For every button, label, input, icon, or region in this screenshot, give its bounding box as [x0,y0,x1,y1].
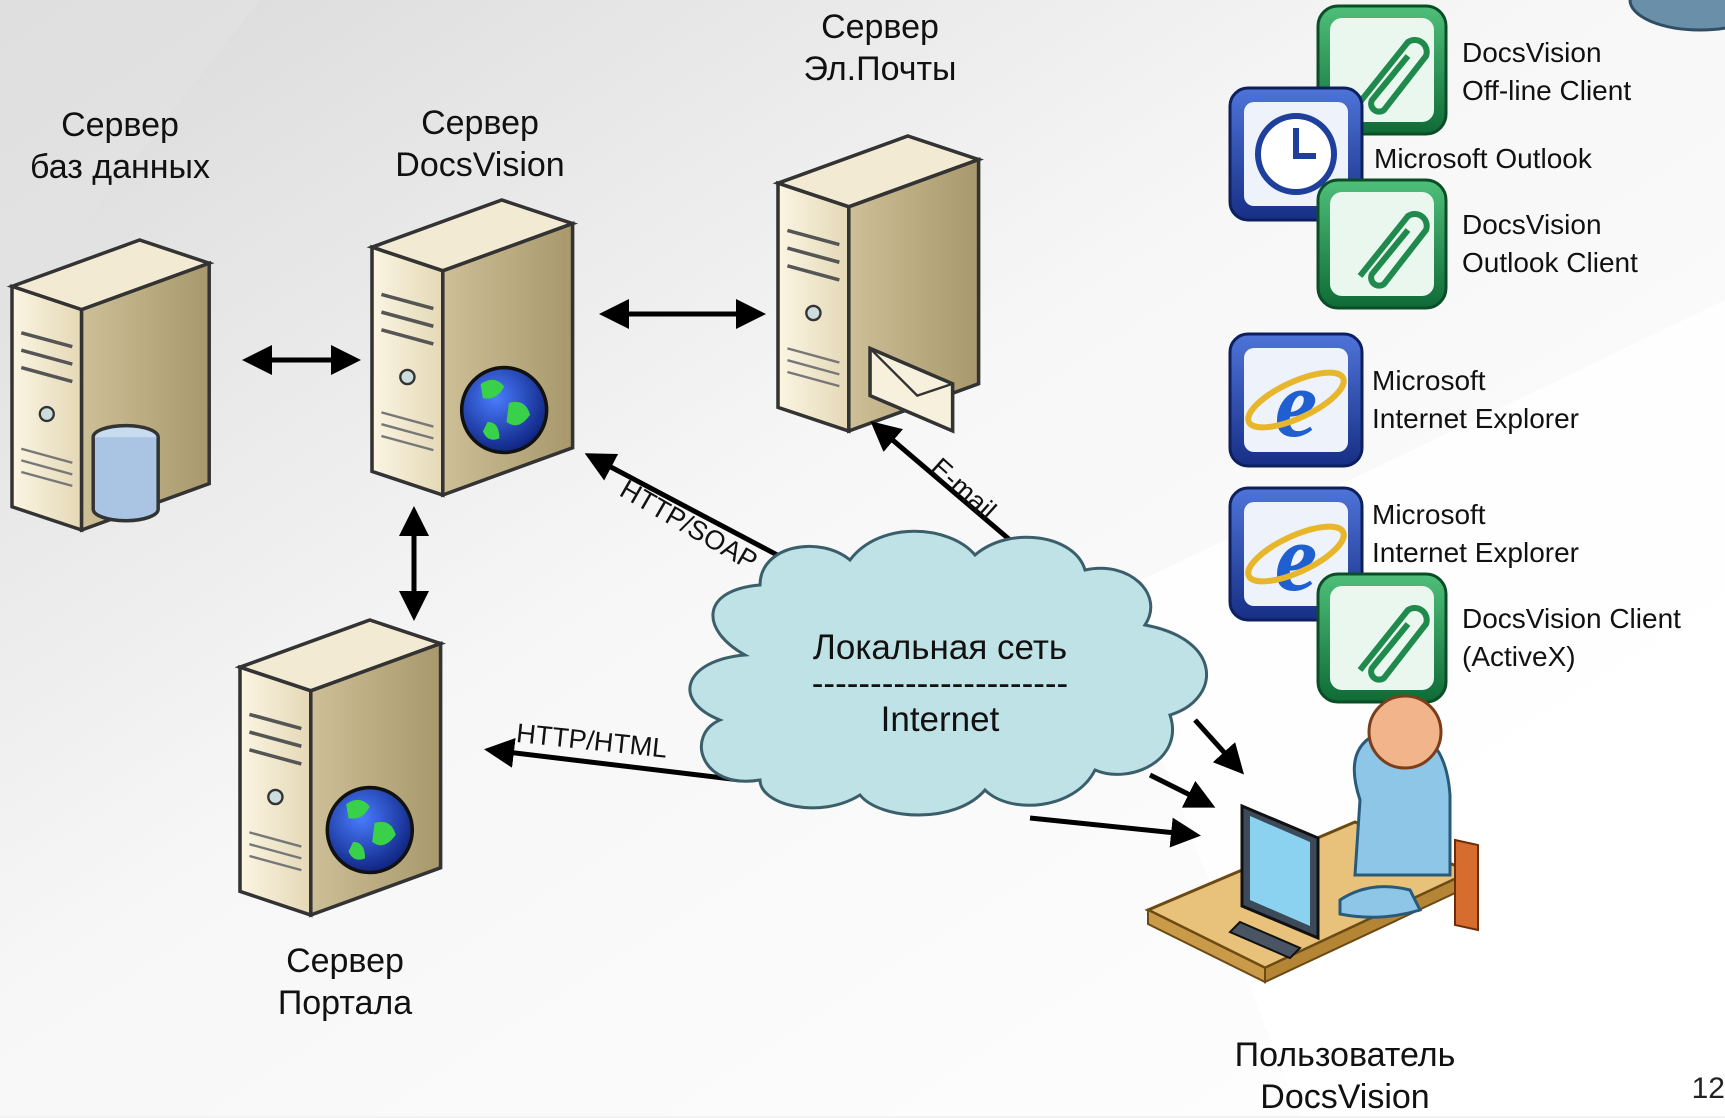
outlook-client-icon [1316,178,1448,310]
user-workstation-icon [1144,694,1479,984]
network-bottom-label: Internet [880,700,1000,739]
svg-text:e: e [1275,350,1318,457]
html-link [484,737,741,783]
portal-server-label: Сервер Портала [277,942,413,1022]
page-number: 12 [1691,1072,1725,1105]
cloud-user-link-3 [1029,815,1201,848]
internet-explorer-icon: e [1228,332,1364,468]
internet-explorer-label-2: Microsoft Internet Explorer [1372,499,1579,568]
outlook-client-label: DocsVision Outlook Client [1462,209,1638,278]
corner-decoration [1628,0,1725,32]
mail-server-label: Сервер Эл.Почты [803,8,957,88]
mail-server-icon [776,134,981,434]
user-label: Пользователь DocsVision [1234,1036,1456,1116]
cloud-user-link-1 [1193,718,1245,775]
dv-server-icon [370,198,575,497]
internet-explorer-label: Microsoft Internet Explorer [1372,365,1579,434]
svg-text:e: e [1275,504,1318,611]
outlook-label: Microsoft Outlook [1374,143,1592,174]
network-label: Локальная сеть ---------------------- In… [770,630,1110,738]
activex-client-icon [1316,572,1448,704]
offline-client-label: DocsVision Off-line Client [1462,37,1632,106]
db-server-label: Сервер баз данных [30,106,210,186]
network-cloud [688,529,1208,817]
portal-server-icon [238,618,443,917]
cloud-user-link-2 [1148,772,1216,808]
db-server-icon [10,238,211,532]
network-divider: ---------------------- [811,664,1069,703]
dv-server-label: Сервер DocsVision [395,104,565,184]
network-top-label: Локальная сеть [812,628,1068,667]
activex-client-label: DocsVision Client (ActiveX) [1462,603,1681,672]
email-link [870,421,1012,542]
